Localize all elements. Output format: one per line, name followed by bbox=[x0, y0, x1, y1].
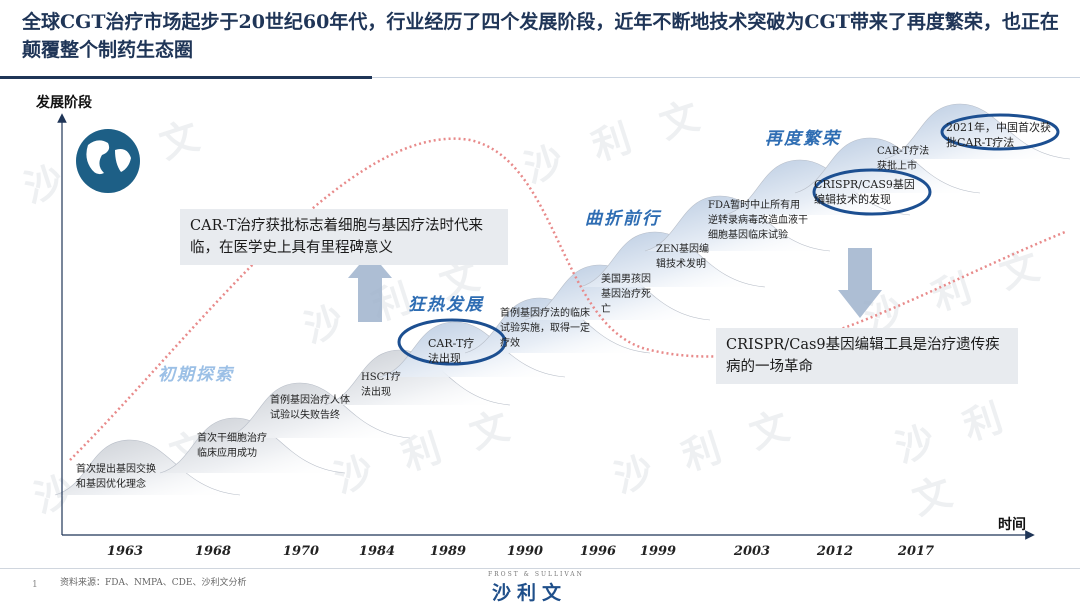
milestone-hill bbox=[644, 195, 831, 252]
year-tick-label: 1999 bbox=[639, 544, 677, 559]
milestone-label: CRISPR/CAS9基因编辑技术的发现 bbox=[814, 178, 915, 206]
year-tick-label: 2012 bbox=[816, 544, 854, 559]
milestone-hill bbox=[224, 382, 411, 439]
logo: 沙利文 bbox=[492, 582, 568, 604]
phase-label: 曲折前行 bbox=[585, 209, 661, 229]
year-tick-label: 1970 bbox=[282, 544, 320, 559]
milestone-hill bbox=[324, 349, 511, 406]
highlight-ellipse bbox=[812, 168, 932, 216]
milestone-label: 2021年，中国首次获批CAR-T疗法 bbox=[946, 121, 1051, 149]
milestone-label: 美国男孩因基因治疗死亡 bbox=[601, 274, 651, 315]
year-tick-label: 1963 bbox=[106, 544, 144, 559]
milestone-label: ZEN基因编辑技术发明 bbox=[656, 244, 709, 270]
up-arrow-icon bbox=[348, 252, 392, 322]
year-tick-label: 1990 bbox=[506, 544, 544, 559]
year-tick-label: 2003 bbox=[733, 544, 771, 559]
callout-crispr: CRISPR/Cas9基因编辑工具是治疗遗传疾病的一场革命 bbox=[716, 328, 1018, 384]
milestone-label: CAR-T疗法出现 bbox=[428, 337, 475, 365]
globe-icon bbox=[76, 129, 140, 193]
title-divider-thin bbox=[372, 77, 1080, 78]
down-arrow-icon bbox=[838, 248, 882, 318]
milestone-label: 首例基因疗法的临床试验实施，取得一定疗效 bbox=[500, 308, 590, 349]
year-tick-label: 1996 bbox=[579, 544, 617, 559]
milestone-label: 首次干细胞治疗临床应用成功 bbox=[197, 433, 267, 459]
milestone-label: HSCT疗法出现 bbox=[361, 372, 401, 398]
year-tick-label: 1984 bbox=[358, 544, 396, 559]
milestone-label: 首例基因治疗人体试验以失败告终 bbox=[270, 395, 350, 421]
milestone-hill bbox=[884, 103, 1071, 160]
milestone-hill bbox=[794, 137, 981, 194]
page-number: 1 bbox=[32, 580, 38, 590]
milestone-hill bbox=[524, 264, 711, 321]
milestone-hill bbox=[464, 297, 651, 354]
milestone-hill bbox=[379, 321, 566, 378]
highlight-ellipse bbox=[397, 318, 507, 366]
phase-label: 再度繁荣 bbox=[765, 129, 841, 149]
milestone-label: 首次提出基因交换和基因优化理念 bbox=[76, 464, 156, 490]
page-title: 全球CGT治疗市场起步于20世纪60年代，行业经历了四个发展阶段，近年不断地技术… bbox=[22, 11, 1059, 61]
milestone-label: FDA暂时中止所有用逆转录病毒改造血液干细胞基因临床试验 bbox=[708, 200, 808, 241]
year-tick-label: 1989 bbox=[429, 544, 467, 559]
callout-cart: CAR-T治疗获批标志着细胞与基因疗法时代来临，在医学史上具有里程碑意义 bbox=[180, 209, 508, 265]
phase-label: 初期探索 bbox=[158, 365, 234, 385]
logo-subtitle: FROST & SULLIVAN bbox=[488, 571, 584, 578]
year-tick-label: 1968 bbox=[194, 544, 232, 559]
source-note: 资料来源：FDA、NMPA、CDE、沙利文分析 bbox=[60, 578, 247, 588]
phase-label: 狂热发展 bbox=[408, 295, 484, 315]
title-divider bbox=[0, 76, 372, 79]
year-tick-label: 2017 bbox=[897, 544, 935, 559]
y-axis-label: 发展阶段 bbox=[36, 95, 92, 111]
milestone-hill bbox=[159, 417, 346, 474]
highlight-ellipse bbox=[940, 113, 1060, 151]
x-axis-label: 时间 bbox=[998, 517, 1026, 533]
footer-divider bbox=[0, 568, 1080, 569]
milestone-label: CAR-T疗法获批上市 bbox=[877, 146, 930, 172]
milestone-hill bbox=[54, 439, 241, 496]
milestone-hill bbox=[579, 231, 766, 288]
